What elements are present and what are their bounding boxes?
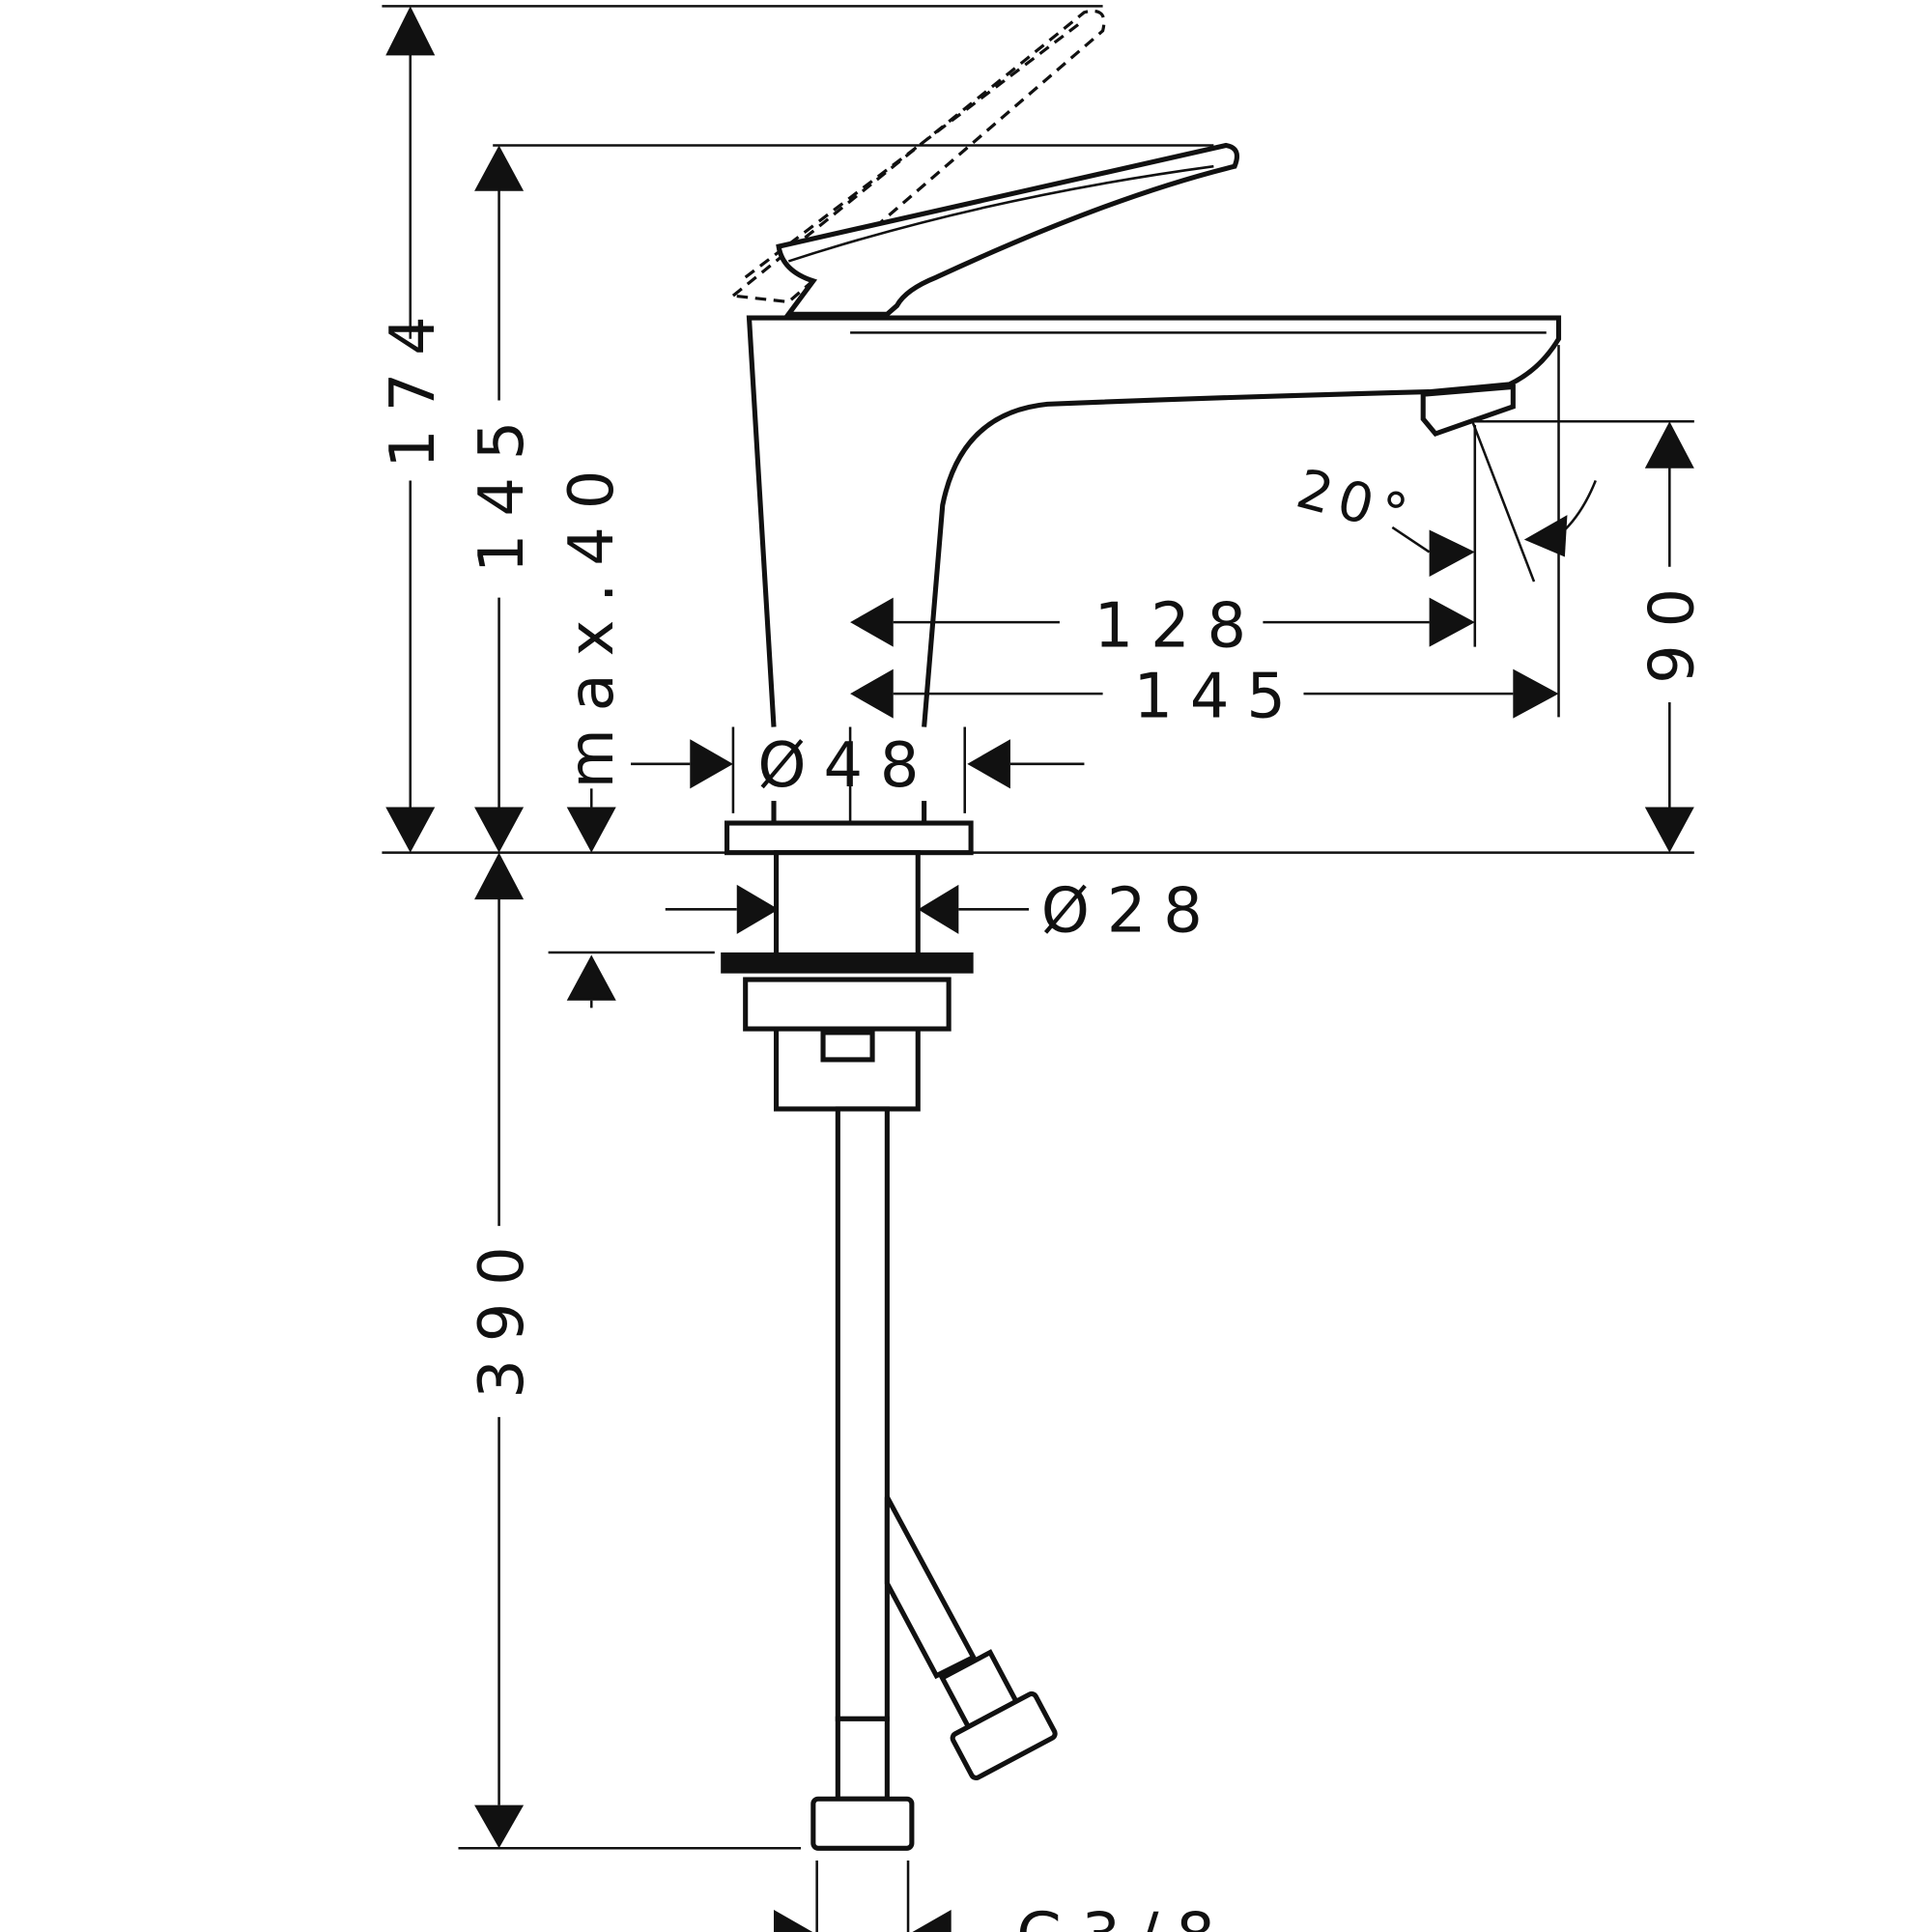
label-base-diameter: Ø48	[757, 730, 936, 802]
fixing-screw	[820, 1030, 875, 1063]
label-max-thickness: max.40	[556, 453, 628, 788]
dimension-labels: 174 145 max.40 390 128 145 90 20° Ø48 Ø2…	[378, 298, 1709, 1932]
arrow-left-icon	[912, 1910, 952, 1932]
arrow-right-icon	[690, 739, 733, 789]
fixing-bracket	[743, 977, 952, 1032]
hose-fitting	[835, 1716, 890, 1802]
label-outlet-height: 90	[1637, 571, 1709, 684]
arrow-down-icon	[1644, 807, 1694, 853]
arrow-down-icon	[474, 807, 525, 853]
second-hose-nut	[939, 1649, 1058, 1781]
shank	[774, 850, 921, 958]
arrow-down-icon	[385, 807, 436, 853]
spray-angle-line	[1471, 420, 1536, 582]
arrow-left-icon	[918, 884, 959, 934]
arrow-up-icon	[566, 954, 616, 1001]
base-plate	[724, 820, 974, 856]
label-thread: G3/8	[1016, 1901, 1232, 1932]
arrow-up-icon	[385, 6, 436, 56]
fixing-nut	[721, 952, 974, 974]
label-total-height: 174	[378, 298, 449, 468]
label-spout-height: 145	[467, 404, 538, 573]
arrow-up-icon	[474, 145, 525, 191]
arrow-right-icon	[1429, 529, 1475, 577]
arrow-left-icon	[850, 668, 894, 719]
arrow-right-icon	[1513, 668, 1559, 719]
dimension-lines	[385, 6, 1694, 1932]
label-spray-angle: 20°	[1291, 458, 1421, 549]
label-reach-outlet: 128	[1094, 591, 1264, 663]
arrow-right-icon	[1429, 597, 1475, 647]
arrow-right-icon	[774, 1910, 813, 1932]
arrow-up-icon	[1644, 421, 1694, 469]
arrow-down-icon	[474, 1804, 525, 1849]
reference-lines	[382, 5, 1694, 1932]
arrow-up-icon	[474, 852, 525, 900]
label-hose-length: 390	[467, 1229, 538, 1398]
arrow-left-icon	[850, 597, 894, 647]
label-shank-diameter: Ø28	[1041, 875, 1220, 947]
second-hose	[884, 1495, 978, 1680]
lever-edge	[787, 164, 1214, 263]
label-reach: 145	[1133, 661, 1302, 732]
aerator-outlet	[1420, 384, 1516, 437]
arrow-right-icon	[736, 884, 780, 934]
supply-hose	[835, 1106, 890, 1721]
faucet-body	[746, 315, 1562, 727]
faucet	[721, 9, 1562, 1851]
arrow-left-icon	[967, 739, 1010, 789]
arrow-left-icon	[1523, 515, 1568, 557]
arrow-down-icon	[566, 807, 616, 853]
hose-nut	[810, 1796, 915, 1851]
lever-handle	[776, 142, 1239, 317]
lever-open-position	[728, 9, 1106, 304]
